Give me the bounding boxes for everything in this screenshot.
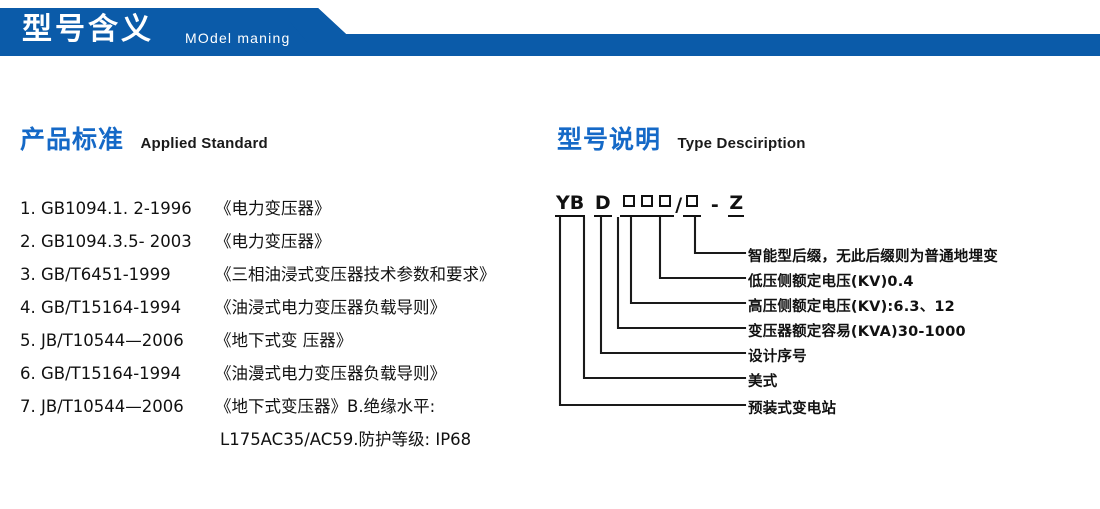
banner-shape: [0, 8, 1100, 56]
standard-title: 《电力变压器》: [215, 199, 331, 218]
type-code-diagram: YB D / - Z: [545, 185, 1090, 445]
standard-title: 《三相油浸式变压器技术参数和要求》: [215, 265, 496, 284]
standard-code: 6. GB/T15164-1994: [20, 364, 182, 383]
list-item: 2. GB1094.3.5- 2003 《电力变压器》: [20, 228, 540, 261]
code-token-box-2: [638, 193, 657, 217]
callout-label-6: 美式: [748, 374, 778, 390]
box-glyph: [659, 195, 672, 207]
standard-continuation-line: L175AC35/AC59.防护等级: IP68: [220, 430, 472, 449]
list-item: 1. GB1094.1. 2-1996 《电力变压器》: [20, 195, 540, 228]
banner-title-en: MOdel maning: [185, 30, 291, 46]
code-token-dash: -: [710, 194, 719, 216]
callout-label-1: 智能型后缀，无此后缀则为普通地埋变: [748, 249, 998, 265]
standard-code: 7. JB/T10544—2006: [20, 397, 184, 416]
section-heading-cn: 产品标准: [20, 125, 125, 154]
code-token-z: Z: [728, 193, 745, 217]
list-item: 7. JB/T10544—2006 《地下式变压器》B.绝缘水平:: [20, 393, 540, 426]
page-banner: 型号含义 MOdel maning: [0, 0, 1100, 62]
callout-label-3: 高压侧额定电压(KV):6.3、12: [748, 299, 955, 315]
standard-code: 2. GB1094.3.5- 2003: [20, 232, 192, 251]
section-heading-cn: 型号说明: [557, 125, 662, 154]
standard-code: 1. GB1094.1. 2-1996: [20, 199, 192, 218]
standard-code: 5. JB/T10544—2006: [20, 331, 184, 350]
code-token-box-1: [620, 193, 639, 217]
code-token-slash: /: [675, 194, 683, 216]
standard-code: 4. GB/T15164-1994: [20, 298, 182, 317]
code-token-box-4: [683, 193, 702, 217]
section-heading-product-standard: 产品标准 Applied Standard: [20, 120, 268, 156]
callout-label-4: 变压器额定容易(KVA)30-1000: [748, 324, 966, 340]
callout-label-2: 低压侧额定电压(KV)0.4: [748, 274, 914, 290]
section-heading-en: Type Desciription: [677, 135, 806, 152]
standard-title: 《油浸式电力变压器负载导则》: [215, 298, 446, 317]
code-token-box-3: [656, 193, 675, 217]
box-glyph: [686, 195, 699, 207]
callout-label-5: 设计序号: [748, 349, 807, 365]
list-item: 4. GB/T15164-1994 《油浸式电力变压器负载导则》: [20, 294, 540, 327]
box-glyph: [641, 195, 654, 207]
section-heading-type-description: 型号说明 Type Desciription: [557, 120, 806, 156]
callout-label-7: 预装式变电站: [748, 401, 837, 417]
standard-title: 《电力变压器》: [215, 232, 331, 251]
standard-code: 3. GB/T6451-1999: [20, 265, 171, 284]
type-code-string: YB D / - Z: [555, 193, 745, 217]
standard-title: 《地下式变压器》B.绝缘水平:: [215, 397, 436, 416]
standard-title: 《油漫式电力变压器负载导则》: [215, 364, 446, 383]
code-token-d: D: [593, 193, 612, 217]
list-item: 3. GB/T6451-1999 《三相油浸式变压器技术参数和要求》: [20, 261, 540, 294]
banner-title-cn: 型号含义: [22, 12, 154, 47]
code-token-yb: YB: [555, 193, 586, 217]
list-item: 5. JB/T10544—2006 《地下式变 压器》: [20, 327, 540, 360]
section-heading-en: Applied Standard: [140, 135, 268, 152]
list-item: 6. GB/T15164-1994 《油漫式电力变压器负载导则》: [20, 360, 540, 393]
standards-list: 1. GB1094.1. 2-1996 《电力变压器》 2. GB1094.3.…: [20, 195, 540, 459]
box-glyph: [623, 195, 636, 207]
leader-lines: [558, 216, 747, 407]
standard-title: 《地下式变 压器》: [215, 331, 353, 350]
